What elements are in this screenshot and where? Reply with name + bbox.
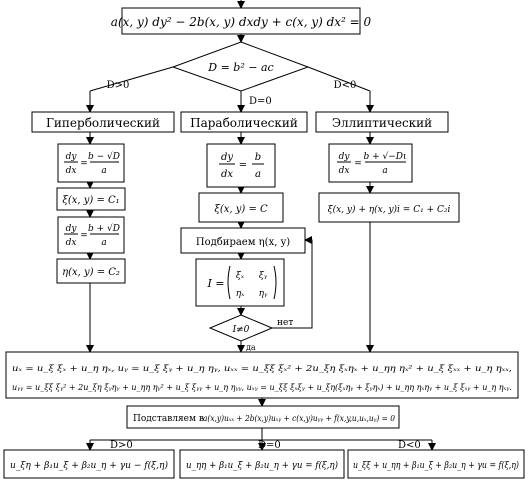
svg-text:ηₓ: ηₓ	[236, 289, 245, 299]
result-hyperbolic: u_ξη + β₁u_ξ + β₂u_η + γu − f(ξ,η)	[3, 449, 175, 479]
svg-text:a: a	[101, 166, 106, 176]
svg-text:I =: I =	[206, 277, 224, 290]
svg-text:dy: dy	[66, 152, 78, 162]
parabolic-char-eq: dy dx = b a	[206, 143, 276, 188]
svg-text:ξ(x, y) = C: ξ(x, y) = C	[214, 204, 268, 215]
svg-text:dx: dx	[66, 166, 77, 176]
svg-text:a: a	[255, 169, 261, 180]
svg-text:a: a	[101, 238, 106, 248]
svg-text:a: a	[382, 166, 387, 176]
connectors	[86, 0, 436, 451]
no-label: нет	[277, 318, 293, 328]
svg-text:dx: dx	[339, 166, 350, 176]
svg-text:=: =	[80, 159, 88, 169]
substitute-equation: a(x,y)uₓₓ + 2b(x,y)uₓᵧ + c(x,y)uᵧᵧ + f(x…	[203, 414, 395, 423]
svg-text:Гиперболический: Гиперболический	[46, 116, 160, 130]
discriminant-decision: D = b² − ac	[171, 41, 310, 92]
svg-text:u_ξξ + u_ηη + β₁u_ξ + β₂u_η +: u_ξξ + u_ηη + β₁u_ξ + β₂u_η + γu = f(ξ,η…	[353, 460, 519, 471]
top-equation: a(x, y) dy² − 2b(x, y) dxdy + c(x, y) dx…	[111, 15, 372, 29]
hyperbolic-char-eq-1: dy dx = b − √D a	[57, 143, 125, 183]
svg-text:b + √D: b + √D	[88, 223, 120, 234]
svg-text:=: =	[239, 160, 247, 171]
derivatives-line-2: uᵧᵧ = u_ξξ ξᵧ² + 2u_ξη ξᵧηᵧ + u_ηη ηᵧ² +…	[12, 383, 512, 392]
result-label-d-pos: D>0	[110, 440, 133, 451]
parabolic-integral: ξ(x, y) = C	[198, 192, 284, 223]
svg-text:b: b	[255, 152, 261, 163]
top-equation-box: a(x, y) dy² − 2b(x, y) dxdy + c(x, y) dx…	[111, 7, 372, 35]
svg-text:b + √−Dι: b + √−Dι	[363, 151, 406, 162]
svg-text:dy: dy	[66, 224, 78, 234]
elliptic-char-eq: dy dx = b + √−Dι a	[328, 143, 413, 183]
svg-text:=: =	[354, 159, 362, 169]
substitute-label: Подставляем в	[133, 414, 204, 424]
svg-text:ξ(x, y) + η(x, y)i = C₁ + C₂i: ξ(x, y) + η(x, y)i = C₁ + C₂i	[328, 204, 451, 215]
parabolic-header: Параболический	[180, 111, 308, 133]
svg-text:Эллиптический: Эллиптический	[332, 116, 432, 130]
branch-label-d-zero: D=0	[249, 96, 272, 107]
svg-text:u_ξη + β₁u_ξ + β₂u_η + γu − f(: u_ξη + β₁u_ξ + β₂u_η + γu − f(ξ,η)	[10, 460, 168, 471]
svg-text:u_ηη + β₁u_ξ + β₂u_η + γu = f(: u_ηη + β₁u_ξ + β₂u_η + γu = f(ξ,η)	[186, 460, 338, 471]
svg-text:I≠0: I≠0	[232, 325, 250, 335]
svg-text:=: =	[80, 231, 88, 241]
branch-label-d-pos: D>0	[107, 80, 130, 91]
derivatives-line-1: uₓ = u_ξ ξₓ + u_η ηₓ, uᵧ = u_ξ ξᵧ + u_η …	[12, 364, 512, 373]
substitute-box: Подставляем в a(x,y)uₓₓ + 2b(x,y)uₓᵧ + c…	[126, 405, 400, 429]
svg-text:Параболический: Параболический	[190, 116, 298, 130]
svg-text:b − √D: b − √D	[88, 151, 120, 162]
result-label-d-zero: D=0	[258, 440, 281, 451]
derivatives-box: uₓ = u_ξ ξₓ + u_η ηₓ, uᵧ = u_ξ ξᵧ + u_η …	[5, 351, 519, 399]
result-elliptic: u_ξξ + u_ηη + β₁u_ξ + β₂u_η + γu = f(ξ,η…	[347, 449, 525, 479]
svg-text:dy: dy	[221, 152, 233, 163]
svg-text:ξᵧ: ξᵧ	[259, 271, 268, 281]
choose-eta-box: Подбираем η(x, y)	[180, 227, 306, 254]
svg-text:ηᵧ: ηᵧ	[259, 289, 268, 299]
hyperbolic-char-eq-2: dy dx = b + √D a	[57, 216, 125, 254]
result-label-d-neg: D<0	[398, 440, 421, 451]
result-parabolic: u_ηη + β₁u_ξ + β₂u_η + γu = f(ξ,η)	[179, 449, 345, 479]
svg-text:dx: dx	[66, 238, 77, 248]
branch-label-d-neg: D<0	[334, 80, 357, 91]
hyperbolic-integral-1: ξ(x, y) = C₁	[56, 187, 126, 211]
jacobian-box: I = ξₓ ξᵧ ηₓ ηᵧ	[195, 258, 285, 307]
yes-label: да	[246, 343, 256, 352]
hyperbolic-integral-2: η(x, y) = C₂	[56, 258, 126, 284]
svg-text:ξ(x, y) = C₁: ξ(x, y) = C₁	[62, 195, 119, 206]
discriminant-formula: D = b² − ac	[207, 61, 273, 74]
hyperbolic-header: Гиперболический	[31, 111, 175, 133]
svg-text:dy: dy	[339, 152, 351, 162]
svg-text:η(x, y) = C₂: η(x, y) = C₂	[62, 267, 120, 278]
svg-text:dx: dx	[221, 169, 233, 180]
svg-text:Подбираем η(x, y): Подбираем η(x, y)	[196, 237, 290, 248]
elliptic-header: Эллиптический	[315, 111, 449, 133]
jacobian-check-decision: I≠0	[208, 314, 274, 342]
elliptic-integral: ξ(x, y) + η(x, y)i = C₁ + C₂i	[318, 192, 460, 223]
svg-text:ξₓ: ξₓ	[236, 271, 245, 281]
